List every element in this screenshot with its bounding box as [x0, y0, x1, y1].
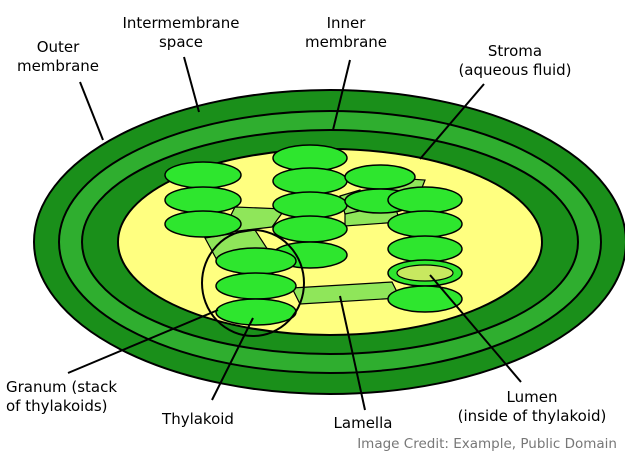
label-stroma: Stroma (aqueous fluid)	[440, 42, 590, 80]
thylakoid	[345, 165, 415, 189]
label-line: Granum (stack	[6, 378, 146, 397]
thylakoid	[388, 211, 462, 237]
thylakoid	[273, 168, 347, 194]
label-line: (aqueous fluid)	[440, 61, 590, 80]
label-line: Outer	[6, 38, 110, 57]
label-lamella: Lamella	[318, 414, 408, 433]
label-line: Lamella	[318, 414, 408, 433]
label-line: space	[114, 33, 248, 52]
label-line: Lumen	[444, 388, 620, 407]
label-granum: Granum (stack of thylakoids)	[6, 378, 146, 416]
thylakoid	[165, 162, 241, 188]
thylakoid	[165, 187, 241, 213]
label-thylakoid: Thylakoid	[150, 410, 246, 429]
label-line: (inside of thylakoid)	[444, 407, 620, 426]
thylakoid	[273, 216, 347, 242]
thylakoid	[273, 145, 347, 171]
lumen	[397, 265, 453, 281]
thylakoid	[216, 299, 296, 325]
label-lumen: Lumen (inside of thylakoid)	[444, 388, 620, 426]
image-credit: Image Credit: Example, Public Domain	[357, 436, 617, 452]
label-line: Thylakoid	[150, 410, 246, 429]
label-line: membrane	[6, 57, 110, 76]
thylakoid	[165, 211, 241, 237]
thylakoid	[388, 187, 462, 213]
label-line: membrane	[296, 33, 396, 52]
label-line: Inner	[296, 14, 396, 33]
thylakoid	[273, 192, 347, 218]
label-inner-membrane: Inner membrane	[296, 14, 396, 52]
label-intermembrane-space: Intermembrane space	[114, 14, 248, 52]
thylakoid	[388, 236, 462, 262]
thylakoid	[216, 248, 296, 274]
leader-intermembrane	[184, 57, 199, 112]
label-line: of thylakoids)	[6, 397, 146, 416]
thylakoid	[216, 273, 296, 299]
label-line: Intermembrane	[114, 14, 248, 33]
label-line: Stroma	[440, 42, 590, 61]
label-outer-membrane: Outer membrane	[6, 38, 110, 76]
leader-outer-membrane	[80, 82, 103, 140]
